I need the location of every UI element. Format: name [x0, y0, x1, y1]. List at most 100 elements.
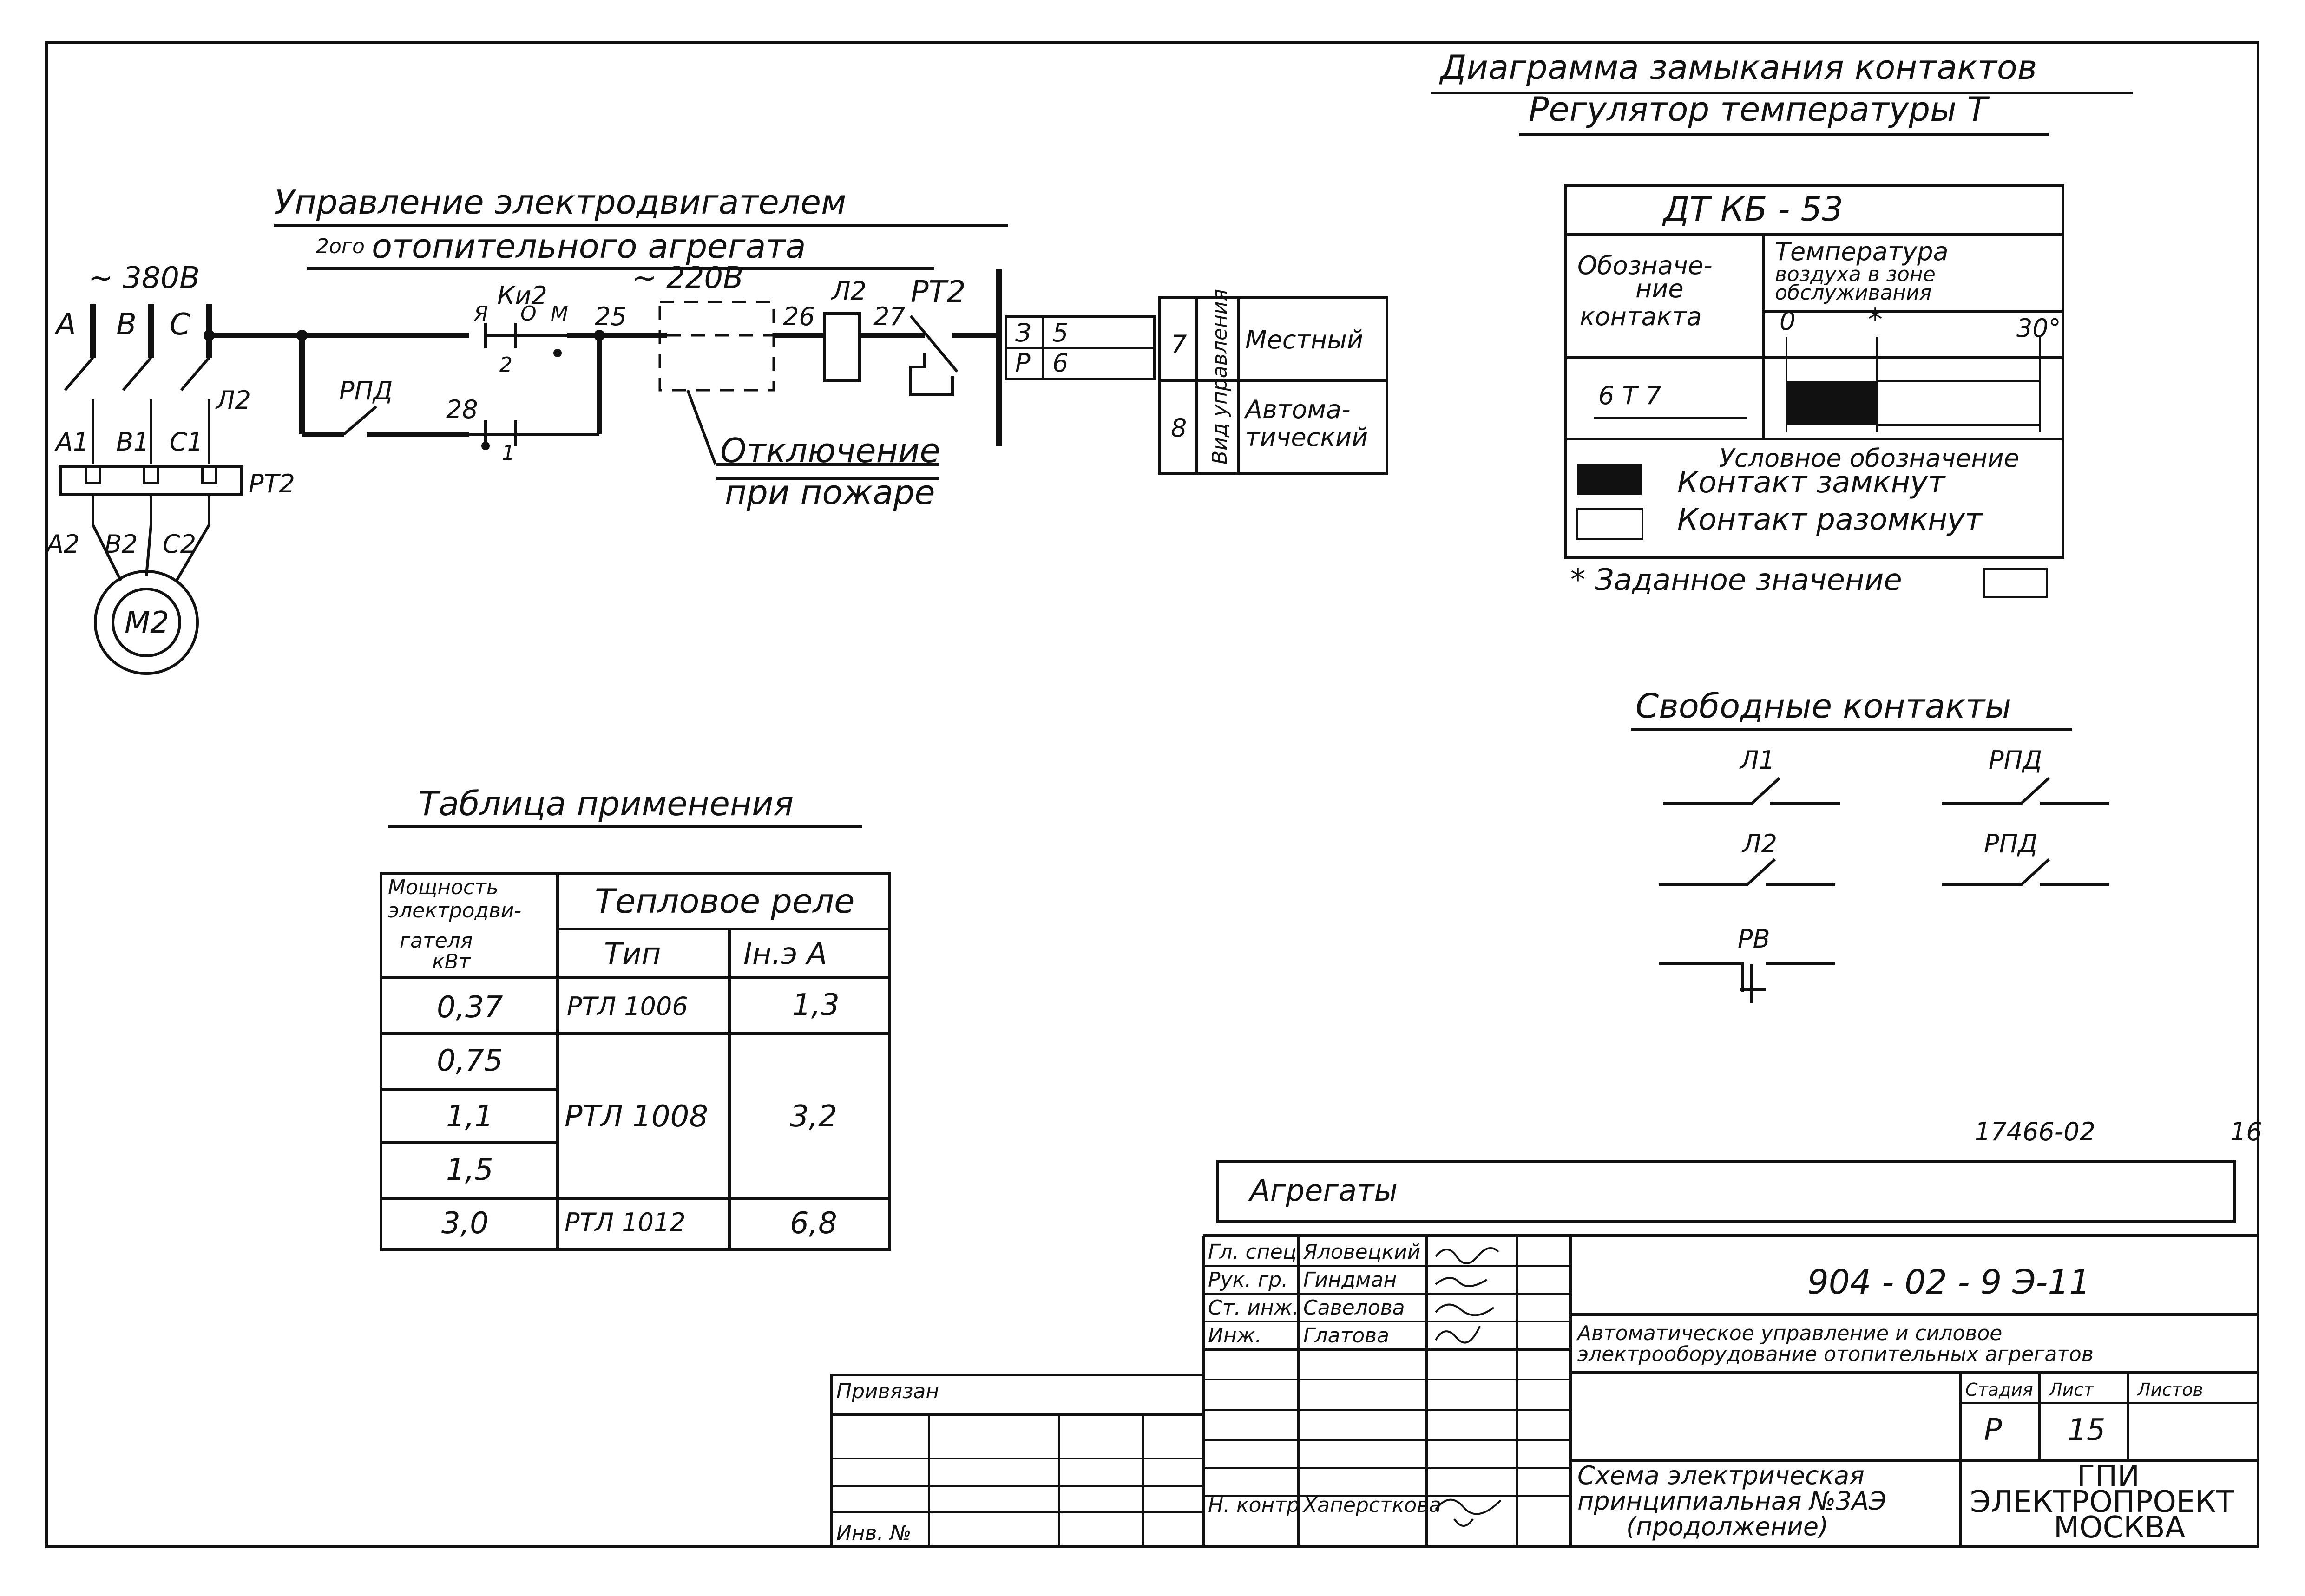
- mode-vertical-label: Вид управления: [1208, 289, 1232, 464]
- archive-number: 17466-02: [1975, 1117, 2095, 1146]
- legend-closed: Контакт замкнут: [1677, 465, 1946, 500]
- motor-label: М2: [125, 606, 169, 640]
- mode-cell-8: 8: [1171, 413, 1187, 443]
- header-current: Iн.э А: [743, 937, 827, 971]
- free-contacts: Свободные контакты Л1 РПД Л2 РПД РВ: [1631, 687, 2109, 1003]
- project-name-2: электрооборудование отопительных агрегат…: [1577, 1342, 2094, 1366]
- contactor-label: Л2: [215, 386, 251, 415]
- phase-a2-label: A2: [45, 530, 79, 559]
- free-contact-l2: Л2: [1741, 829, 1777, 858]
- fire-note-1: Отключение: [720, 431, 940, 470]
- staff-name-2: Савелова: [1303, 1296, 1405, 1320]
- row-type-2: РТЛ 1008: [565, 1099, 708, 1134]
- contact-2-label: 2: [499, 353, 512, 377]
- page-number: 16: [2230, 1117, 2262, 1146]
- staff-role-0: Гл. спец.: [1208, 1240, 1303, 1264]
- phase-b1-label: B1: [116, 427, 149, 457]
- scale-mark: *: [1868, 303, 1883, 337]
- contactor-coil: [823, 312, 861, 382]
- sheet-value: 15: [2068, 1413, 2105, 1447]
- staff-name-3: Глатова: [1303, 1324, 1389, 1347]
- title-block: 17466-02 16 Агрегаты Гл. спец. Яловецкий…: [830, 1117, 2262, 1548]
- stage-value: Р: [1984, 1413, 2002, 1447]
- legend-open-swatch: [1576, 508, 1643, 540]
- scale-end: 30°: [2016, 314, 2061, 343]
- relay-pd-label: РПД: [339, 376, 393, 406]
- control-title-2: отопительного агрегата: [372, 227, 806, 266]
- wire-25-label: 25: [595, 302, 627, 331]
- switch-pos-o: О: [520, 302, 537, 326]
- col-temp-1: Температура: [1775, 237, 1949, 266]
- motor-symbol: [94, 570, 199, 675]
- free-contact-rpd-2: РПД: [1984, 829, 2037, 858]
- switch-pos-m: М: [551, 302, 568, 326]
- row-current-2: 3,2: [790, 1099, 837, 1134]
- legend-closed-swatch: [1577, 464, 1642, 495]
- supply-voltage: ~ 380В: [88, 261, 200, 295]
- free-contact-rpd-1: РПД: [1989, 746, 2042, 775]
- phase-b-label: B: [116, 307, 137, 342]
- switch-label: Ки2: [497, 281, 547, 310]
- free-contact-l1: Л1: [1739, 746, 1775, 775]
- switch-pos-a: Я: [473, 302, 488, 326]
- organization-1: ГПИ: [2077, 1459, 2140, 1494]
- phase-c2-label: C2: [163, 530, 196, 559]
- phase-b2-label: B2: [105, 530, 138, 559]
- norm-control-role: Н. контр: [1208, 1493, 1300, 1517]
- staff-role-3: Инж.: [1208, 1324, 1261, 1347]
- row-type-0: РТЛ 1006: [567, 992, 688, 1021]
- wire-27-label: 27: [873, 302, 906, 331]
- free-contacts-title: Свободные контакты: [1635, 687, 2011, 726]
- linked-label: Привязан: [836, 1380, 939, 1403]
- wire-28-label: 28: [446, 395, 478, 424]
- phase-a1-label: A1: [54, 427, 89, 457]
- device-label: ДТ КБ - 53: [1662, 190, 1843, 229]
- header-power-1: Мощность: [388, 876, 499, 899]
- header-power-4: кВт: [432, 950, 471, 974]
- application-title: Таблица применения: [418, 784, 794, 823]
- drawing-title-2: принципиальная №3АЭ: [1577, 1486, 1886, 1516]
- control-circuit: Управление электродвигателем 2ого отопит…: [274, 183, 1388, 512]
- thermo-contact-label: РТ2: [911, 275, 965, 309]
- inventory-label: Инв. №: [836, 1521, 911, 1545]
- contact-1-label: 1: [502, 441, 515, 465]
- free-contact-rv: РВ: [1738, 924, 1770, 954]
- phase-c1-label: C1: [170, 427, 203, 457]
- organization-3: МОСКВА: [2054, 1511, 2186, 1545]
- mode-cell-z: З: [1015, 318, 1031, 347]
- contact-diagram-title-2: Регулятор температуры Т: [1529, 90, 1990, 129]
- header-power-2: электродви-: [388, 899, 521, 922]
- sheets-header: Листов: [2136, 1380, 2203, 1400]
- row-current-0: 1,3: [792, 988, 840, 1022]
- control-title-1: Управление электродвигателем: [274, 183, 846, 222]
- section-label: Агрегаты: [1248, 1174, 1398, 1208]
- row-power-3: 1,5: [446, 1153, 493, 1187]
- col-temp-2: воздуха в зоне: [1775, 262, 1936, 286]
- stage-header: Стадия: [1965, 1380, 2033, 1400]
- drawing-title-1: Схема электрическая: [1577, 1461, 1865, 1490]
- col-designation-3: контакта: [1580, 302, 1702, 331]
- fire-note-2: при пожаре: [725, 473, 935, 512]
- mode-auto-1: Автома-: [1244, 395, 1351, 424]
- phase-a-label: A: [54, 307, 76, 342]
- contact-closed-bar: [1786, 381, 1877, 425]
- wire-26-label: 26: [783, 302, 815, 331]
- power-circuit: ~ 380В A B C Л2 A1 B1 C1 РТ2 A2 B2 C2: [45, 261, 469, 675]
- contact-designation: 6 Т 7: [1598, 381, 1661, 410]
- row-power-1: 0,75: [437, 1044, 503, 1078]
- organization-2: ЭЛЕКТРОПРОЕКТ: [1970, 1485, 2235, 1519]
- drawing-title-3: (продолжение): [1626, 1512, 1828, 1541]
- row-power-2: 1,1: [446, 1099, 493, 1134]
- staff-name-1: Гиндман: [1303, 1268, 1397, 1292]
- col-designation-2: ние: [1635, 274, 1684, 303]
- header-power-3: гателя: [400, 929, 473, 953]
- fire-shutdown-box: [658, 301, 775, 392]
- row-current-4: 6,8: [790, 1206, 837, 1241]
- staff-role-2: Ст. инж.: [1208, 1296, 1299, 1320]
- col-temp-3: обслуживания: [1775, 281, 1931, 305]
- legend-open: Контакт разомкнут: [1677, 503, 1983, 537]
- phase-c-label: C: [170, 307, 190, 342]
- row-power-0: 0,37: [437, 990, 503, 1025]
- control-title-sup: 2ого: [316, 235, 365, 258]
